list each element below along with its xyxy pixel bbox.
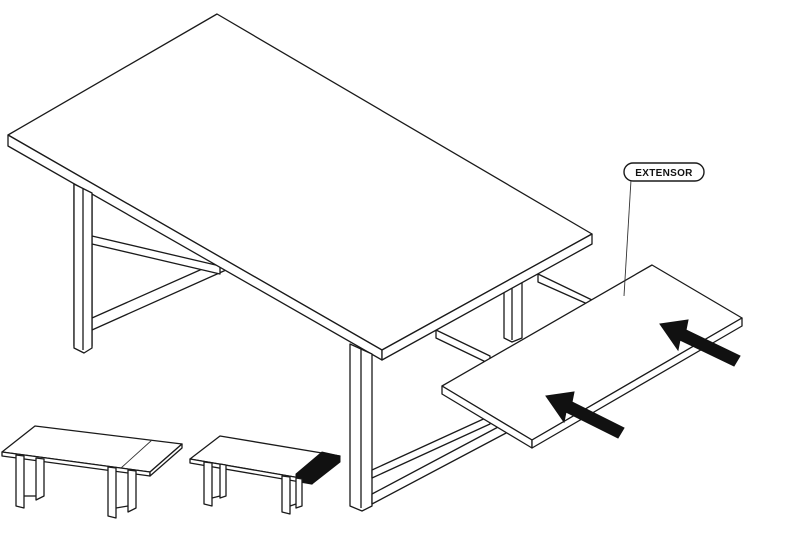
callout-label: EXTENSOR <box>635 168 693 179</box>
table-top <box>7 13 593 361</box>
front-right-leg <box>349 343 509 512</box>
insertion-arrow-lower <box>545 391 625 439</box>
callout-leader-line <box>623 179 632 297</box>
front-left-leg <box>73 183 93 354</box>
thumbnail-table-extended <box>1 425 183 519</box>
main-table <box>7 13 593 512</box>
callout-box <box>623 162 705 182</box>
thumbnail-table-retracted <box>189 435 341 515</box>
insertion-arrow-upper <box>659 319 741 367</box>
extensor-callout: EXTENSOR <box>623 162 705 297</box>
